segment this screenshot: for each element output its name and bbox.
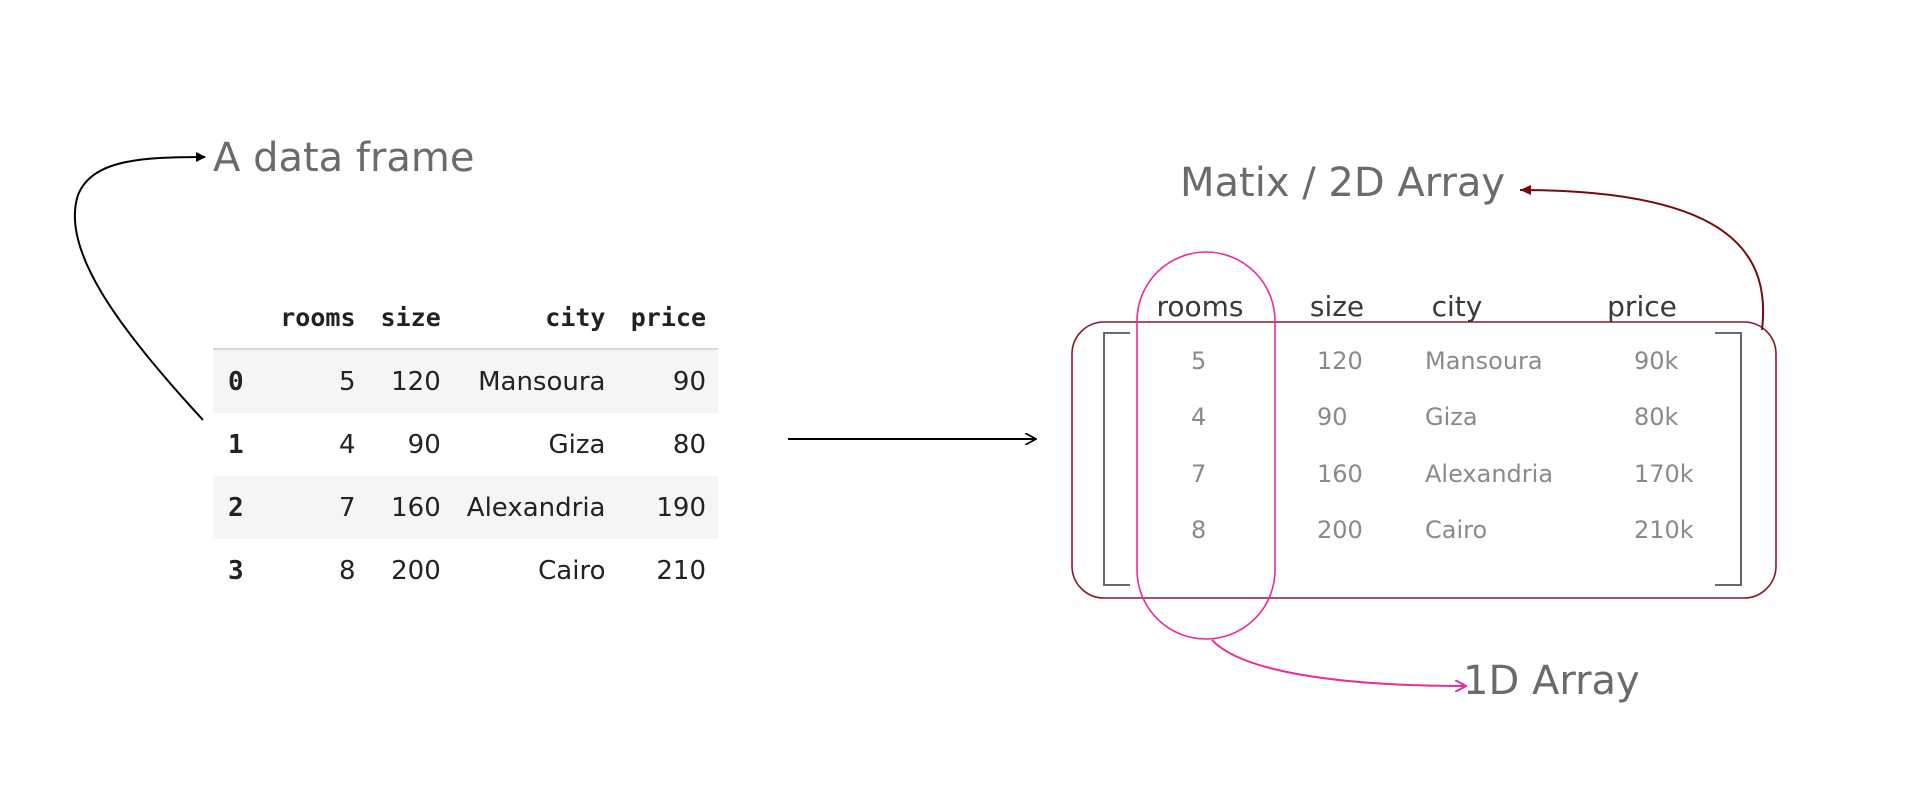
dataframe-cell: 90 xyxy=(407,429,441,460)
matrix-cell: 90 xyxy=(1317,403,1348,431)
dataframe-column-header: rooms xyxy=(267,286,368,350)
array-1d-arrow xyxy=(1211,639,1466,686)
matrix-column-header: price xyxy=(1607,290,1677,323)
matrix-cell: 4 xyxy=(1191,403,1207,431)
dataframe-index-cell: 2 xyxy=(213,476,267,539)
matrix-right-bracket xyxy=(1715,332,1742,586)
dataframe-row: 2 7 160 Alexandria 190 xyxy=(213,476,718,539)
matrix-cell: 5 xyxy=(1191,347,1207,375)
dataframe-cell: 80 xyxy=(672,429,706,460)
dataframe-column-header: city xyxy=(452,286,618,350)
dataframe-column-header: price xyxy=(617,286,718,350)
dataframe-index-cell: 0 xyxy=(213,349,267,413)
dataframe-header-row: rooms size city price xyxy=(213,286,718,350)
dataframe-table: rooms size city price 0 5 120 Mansoura 9… xyxy=(213,286,718,602)
matrix-cell: Mansoura xyxy=(1425,347,1543,375)
matrix-cell: 200 xyxy=(1317,516,1363,544)
array-1d-label: 1D Array xyxy=(1463,658,1640,704)
matrix-cell: 170k xyxy=(1634,460,1694,488)
dataframe-label: A data frame xyxy=(213,135,475,181)
dataframe-cell: Giza xyxy=(548,429,606,460)
matrix-cell: 160 xyxy=(1317,460,1363,488)
dataframe-cell: Alexandria xyxy=(452,476,618,539)
dataframe-cell: 160 xyxy=(367,476,453,539)
dataframe-cell: 7 xyxy=(267,476,368,539)
matrix-cell: 8 xyxy=(1191,516,1207,544)
matrix-column-header: size xyxy=(1309,290,1365,323)
dataframe-arrow xyxy=(73,152,206,421)
dataframe-cell: 210 xyxy=(656,555,706,586)
dataframe-cell: 200 xyxy=(391,555,441,586)
matrix-cell: 90k xyxy=(1634,347,1679,375)
dataframe-index-cell: 3 xyxy=(228,555,244,586)
matrix-cell: 120 xyxy=(1317,347,1363,375)
dataframe-row: 3 8 200 Cairo 210 xyxy=(213,539,718,602)
dataframe-index-header xyxy=(213,286,267,350)
dataframe-cell: 5 xyxy=(267,349,368,413)
dataframe-cell: 4 xyxy=(338,429,356,460)
matrix-cell: Giza xyxy=(1425,403,1478,431)
matrix-arrow xyxy=(1519,185,1765,331)
array-1d-outline xyxy=(1136,251,1276,640)
dataframe-row: 0 5 120 Mansoura 90 xyxy=(213,349,718,413)
dataframe-index-cell: 1 xyxy=(228,429,244,460)
matrix-column-header: city xyxy=(1431,290,1483,323)
dataframe-column-header: size xyxy=(367,286,453,350)
dataframe-cell: Mansoura xyxy=(452,349,618,413)
matrix-outline xyxy=(1071,321,1777,599)
matrix-left-bracket xyxy=(1103,332,1130,586)
dataframe-cell: 90 xyxy=(617,349,718,413)
dataframe-cell: 8 xyxy=(338,555,356,586)
dataframe-cell: Cairo xyxy=(538,555,606,586)
matrix-label: Matix / 2D Array xyxy=(1180,160,1506,206)
matrix-cell: 80k xyxy=(1634,403,1679,431)
matrix-cell: 7 xyxy=(1191,460,1207,488)
matrix-column-header: rooms xyxy=(1156,290,1244,323)
dataframe-cell: 120 xyxy=(367,349,453,413)
matrix-view: rooms size city price 5 120 Mansoura 90k… xyxy=(1060,290,1780,600)
matrix-cell: 210k xyxy=(1634,516,1694,544)
dataframe-row: 1 4 90 Giza 80 xyxy=(213,413,718,476)
matrix-cell: Alexandria xyxy=(1425,460,1554,488)
dataframe-cell: 190 xyxy=(617,476,718,539)
matrix-cell: Cairo xyxy=(1425,516,1488,544)
